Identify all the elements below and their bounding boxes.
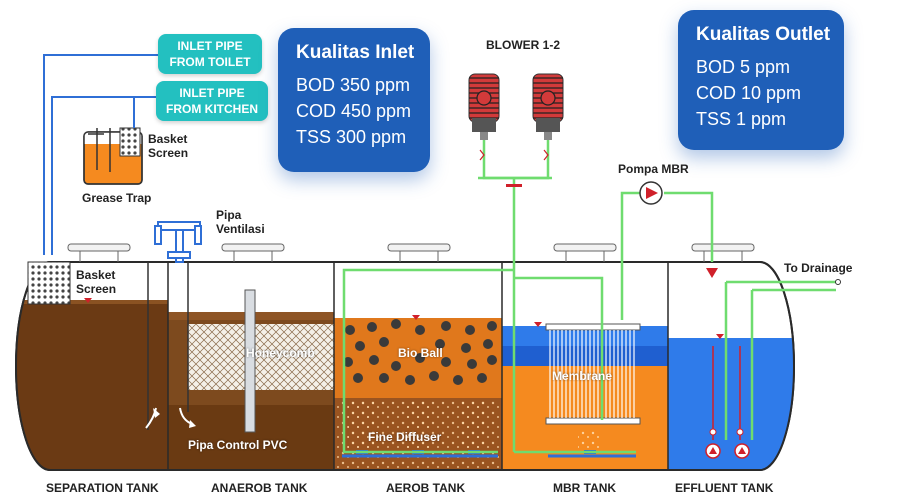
bio-ball bbox=[345, 325, 355, 335]
drainage-outlet bbox=[835, 279, 841, 285]
manhole-2 bbox=[221, 243, 285, 252]
air-lines bbox=[342, 140, 836, 454]
bio-ball-label: Bio Ball bbox=[398, 346, 443, 360]
quality-inlet-tss: TSS 300 ppm bbox=[296, 127, 407, 147]
effluent-water bbox=[668, 338, 794, 470]
level-marker-1 bbox=[84, 298, 92, 303]
pipa-ventilasi bbox=[154, 221, 202, 263]
manhole-4 bbox=[553, 243, 617, 252]
bio-ball bbox=[405, 375, 415, 385]
level-marker-5 bbox=[716, 334, 724, 339]
bio-ball bbox=[487, 321, 497, 331]
bio-ball-media bbox=[343, 319, 497, 385]
quality-inlet-cod: COD 450 ppm bbox=[296, 101, 412, 121]
bio-ball bbox=[379, 337, 389, 347]
effluent-pumps bbox=[705, 346, 750, 459]
tank-label-separation: SEPARATION TANK bbox=[46, 481, 159, 495]
manhole-5 bbox=[691, 243, 755, 252]
bio-ball bbox=[487, 355, 497, 365]
manhole-3 bbox=[387, 243, 451, 252]
bio-ball bbox=[467, 359, 477, 369]
bio-ball bbox=[465, 325, 475, 335]
flow-arrow-2 bbox=[189, 420, 196, 428]
flow-arrow-1 bbox=[153, 408, 160, 418]
basket-screen-tank-label: Basket Screen bbox=[76, 268, 117, 296]
bio-ball bbox=[441, 357, 451, 367]
tank-label-anaerob: ANAEROB TANK bbox=[211, 481, 308, 495]
manhole-1 bbox=[67, 243, 131, 252]
tank-label-aerob: AEROB TANK bbox=[386, 481, 466, 495]
separation-sludge bbox=[16, 303, 168, 470]
bio-ball bbox=[379, 373, 389, 383]
fine-diffuser-label: Fine Diffuser bbox=[368, 430, 442, 444]
membrane-label: Membrane bbox=[552, 369, 613, 383]
level-marker-4 bbox=[534, 322, 542, 327]
mbr-inlet-arrow bbox=[706, 268, 718, 278]
inlet-pipe-kitchen: INLET PIPE FROM KITCHEN bbox=[156, 81, 268, 121]
inlet-pipes bbox=[43, 54, 158, 255]
pipa-control-label: Pipa Control PVC bbox=[188, 438, 288, 452]
quality-outlet-cod: COD 10 ppm bbox=[696, 83, 802, 103]
bio-ball bbox=[461, 343, 471, 353]
basket-screen-tank bbox=[27, 261, 71, 305]
grease-trap bbox=[83, 127, 143, 185]
grease-trap-label: Grease Trap bbox=[82, 191, 152, 205]
pompa-mbr-icon bbox=[639, 181, 663, 205]
bio-ball bbox=[353, 373, 363, 383]
bio-ball bbox=[369, 355, 379, 365]
pipa-ventilasi-label: Pipa Ventilasi bbox=[216, 208, 265, 236]
honeycomb-media bbox=[188, 324, 334, 390]
blower-label: BLOWER 1-2 bbox=[486, 38, 561, 52]
pompa-mbr-label: Pompa MBR bbox=[618, 162, 689, 176]
quality-inlet-title: Kualitas Inlet bbox=[296, 42, 415, 63]
bio-ball bbox=[435, 339, 445, 349]
bio-ball bbox=[367, 322, 377, 332]
blower-2 bbox=[532, 73, 564, 140]
quality-outlet-tss: TSS 1 ppm bbox=[696, 109, 787, 129]
level-marker-3 bbox=[412, 315, 420, 320]
bio-ball bbox=[441, 321, 451, 331]
bio-ball bbox=[391, 319, 401, 329]
pipa-control-pvc bbox=[244, 289, 256, 433]
quality-outlet-title: Kualitas Outlet bbox=[696, 24, 831, 45]
bio-ball bbox=[483, 339, 493, 349]
inlet-pipe-toilet: INLET PIPE FROM TOILET bbox=[158, 34, 262, 74]
honeycomb-label: Honeycomb bbox=[246, 346, 315, 360]
quality-outlet-bod: BOD 5 ppm bbox=[696, 57, 791, 77]
bio-ball bbox=[391, 361, 401, 371]
tank-label-effluent: EFFLUENT TANK bbox=[675, 481, 774, 495]
basket-screen-top-label: Basket Screen bbox=[148, 132, 189, 160]
blower-1 bbox=[468, 73, 500, 140]
blower-units bbox=[468, 73, 564, 140]
bio-ball bbox=[343, 357, 353, 367]
quality-outlet-box: Kualitas Outlet BOD 5 ppm COD 10 ppm TSS… bbox=[678, 10, 844, 150]
quality-inlet-box: Kualitas Inlet BOD 350 ppm COD 450 ppm T… bbox=[278, 28, 430, 172]
bio-ball bbox=[355, 341, 365, 351]
basket-screen-grease bbox=[119, 127, 141, 157]
tank-label-mbr: MBR TANK bbox=[553, 481, 617, 495]
bio-ball bbox=[429, 371, 439, 381]
bio-ball bbox=[453, 375, 463, 385]
to-drainage-label: To Drainage bbox=[784, 261, 853, 275]
bio-ball bbox=[477, 373, 487, 383]
bio-ball bbox=[415, 353, 425, 363]
quality-inlet-bod: BOD 350 ppm bbox=[296, 75, 411, 95]
bio-ball bbox=[415, 325, 425, 335]
